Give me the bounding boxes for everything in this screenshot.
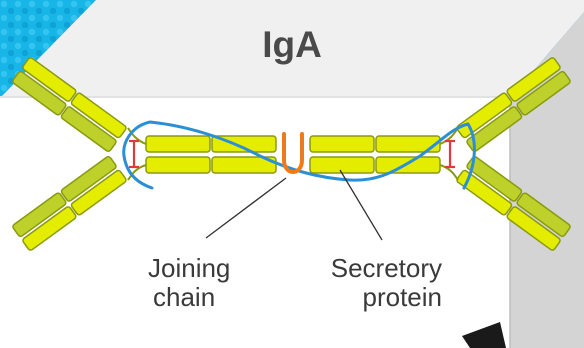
heavy-chain-segment <box>310 136 374 152</box>
heavy-chain-segment <box>146 136 210 152</box>
joining-chain-label: Joining chain <box>148 254 230 312</box>
secretory-protein-label-line-2: protein <box>318 283 442 312</box>
joining-chain-label-line-1: Joining <box>148 254 230 283</box>
heavy-chain-segment <box>310 157 374 173</box>
heavy-chain-segment <box>376 157 440 173</box>
secretory-protein-label: Secretory protein <box>318 254 442 312</box>
heavy-chain-segment <box>146 157 210 173</box>
secretory-protein-label-line-1: Secretory <box>318 254 442 283</box>
joining-chain-label-line-2: chain <box>148 283 230 312</box>
diagram-title: IgA <box>0 24 584 66</box>
